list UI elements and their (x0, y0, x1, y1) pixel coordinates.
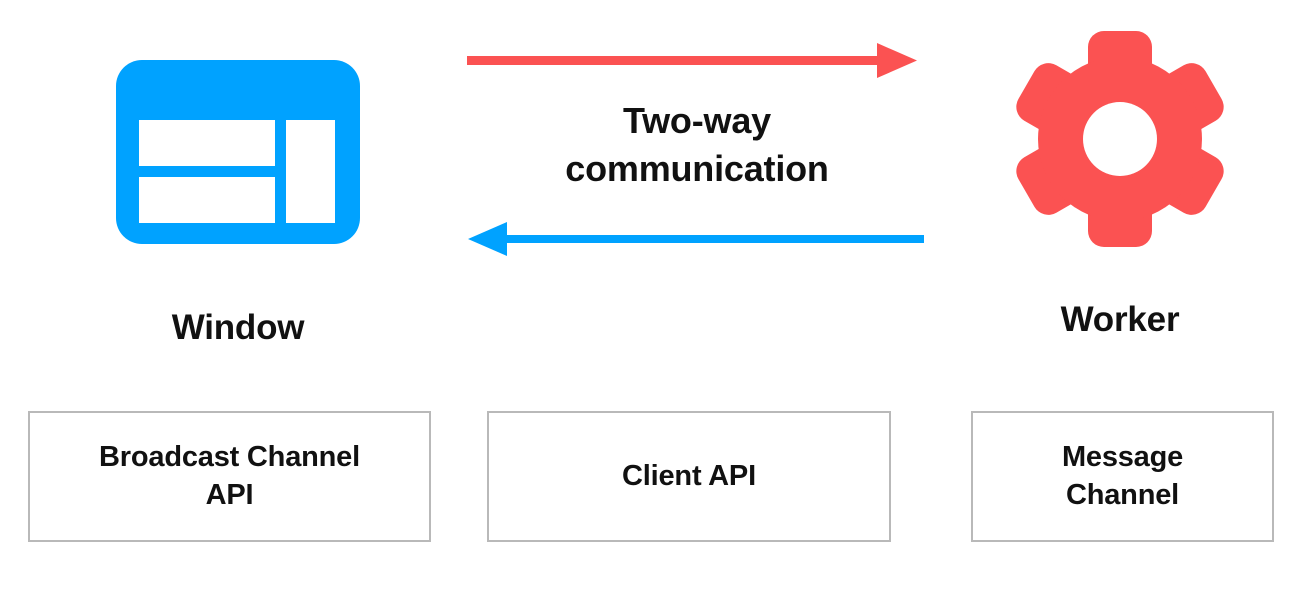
window-icon-pane-top (139, 120, 275, 166)
api-box-label: Broadcast Channel API (99, 439, 360, 513)
connector-caption-line1: Two-way (623, 100, 771, 141)
connector-caption-line2: communication (565, 147, 829, 189)
window-icon-pane-bottom (139, 177, 275, 223)
api-box-label-line1: Message (1061, 441, 1184, 474)
window-icon (116, 60, 360, 244)
api-box-broadcast-channel-api[interactable]: Broadcast Channel API (28, 411, 431, 542)
api-box-client-api[interactable]: Client API (487, 411, 891, 542)
api-box-label-line1: Broadcast Channel (99, 441, 360, 474)
arrow-right-icon (462, 40, 926, 82)
gear-icon (1012, 31, 1228, 247)
api-box-label: Client API (622, 458, 756, 495)
api-box-label-line2: API (205, 478, 254, 511)
node-label-window: Window (171, 308, 305, 347)
api-box-message-channel[interactable]: Message Channel (971, 411, 1274, 542)
connector-caption: Two-way communication (462, 97, 932, 192)
window-icon-pane-side (286, 120, 335, 223)
api-box-label: Message Channel (1062, 439, 1183, 513)
api-box-label-line1: Client API (622, 459, 756, 492)
api-box-label-line2: Channel (1066, 478, 1179, 511)
arrow-left-icon (462, 218, 932, 260)
node-label-worker: Worker (1060, 300, 1180, 339)
